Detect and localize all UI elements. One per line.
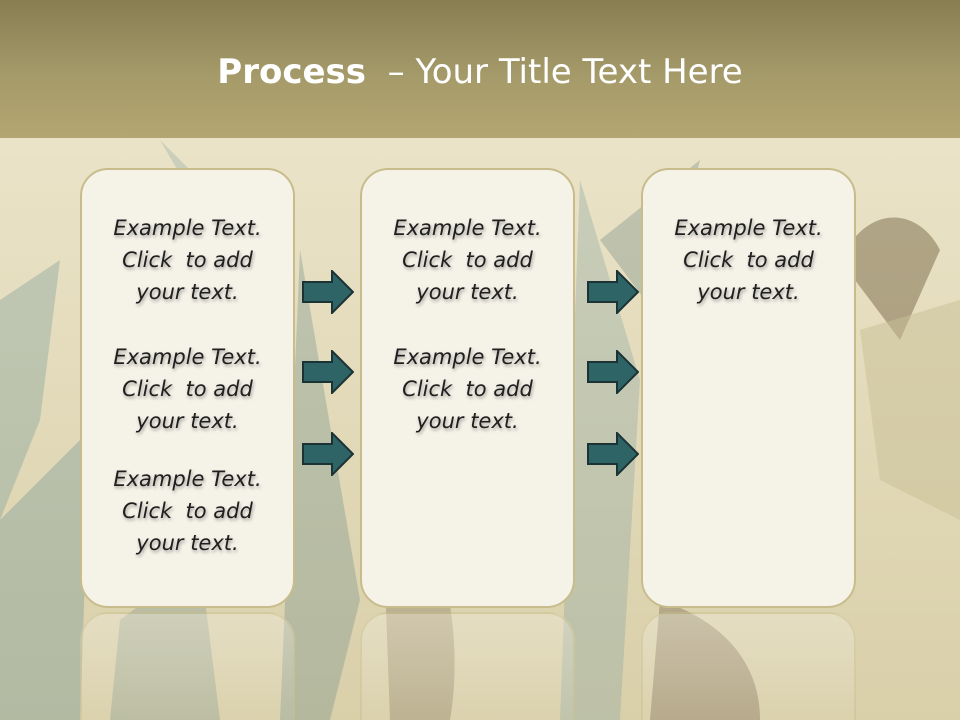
right-arrow-icon[interactable] bbox=[302, 270, 354, 314]
right-arrow-icon[interactable] bbox=[587, 270, 639, 314]
right-arrow-icon[interactable] bbox=[302, 350, 354, 394]
text-block[interactable]: Example Text. Click to add your text. bbox=[362, 212, 573, 308]
text-line: your text. bbox=[136, 531, 239, 555]
title-rest: – Your Title Text Here bbox=[387, 52, 743, 92]
text-line: Example Text. bbox=[113, 216, 262, 240]
process-card-2[interactable]: Example Text. Click to add your text. Ex… bbox=[360, 168, 575, 608]
text-block[interactable]: Example Text. Click to add your text. bbox=[82, 463, 293, 559]
card-reflection bbox=[360, 612, 575, 720]
card-reflection bbox=[641, 612, 856, 720]
text-line: your text. bbox=[136, 280, 239, 304]
title-bar bbox=[0, 0, 960, 138]
text-line: your text. bbox=[697, 280, 800, 304]
text-line: Click to add bbox=[402, 377, 533, 401]
text-block[interactable]: Example Text. Click to add your text. bbox=[82, 341, 293, 437]
text-line: Example Text. bbox=[113, 345, 262, 369]
text-line: your text. bbox=[416, 280, 519, 304]
text-line: Click to add bbox=[683, 248, 814, 272]
process-card-3[interactable]: Example Text. Click to add your text. bbox=[641, 168, 856, 608]
text-block[interactable]: Example Text. Click to add your text. bbox=[362, 341, 573, 437]
text-line: Click to add bbox=[122, 248, 253, 272]
text-line: your text. bbox=[136, 409, 239, 433]
text-block[interactable]: Example Text. Click to add your text. bbox=[82, 212, 293, 308]
text-line: Click to add bbox=[122, 499, 253, 523]
card-reflection bbox=[80, 612, 295, 720]
right-arrow-icon[interactable] bbox=[587, 350, 639, 394]
text-line: Example Text. bbox=[393, 345, 542, 369]
text-block[interactable]: Example Text. Click to add your text. bbox=[643, 212, 854, 308]
slide-title[interactable]: Process – Your Title Text Here bbox=[0, 52, 960, 92]
text-line: your text. bbox=[416, 409, 519, 433]
text-line: Click to add bbox=[122, 377, 253, 401]
right-arrow-icon[interactable] bbox=[587, 432, 639, 476]
right-arrow-icon[interactable] bbox=[302, 432, 354, 476]
text-line: Example Text. bbox=[393, 216, 542, 240]
title-bold: Process bbox=[217, 52, 367, 92]
text-line: Example Text. bbox=[113, 467, 262, 491]
text-line: Example Text. bbox=[674, 216, 823, 240]
text-line: Click to add bbox=[402, 248, 533, 272]
process-card-1[interactable]: Example Text. Click to add your text. Ex… bbox=[80, 168, 295, 608]
